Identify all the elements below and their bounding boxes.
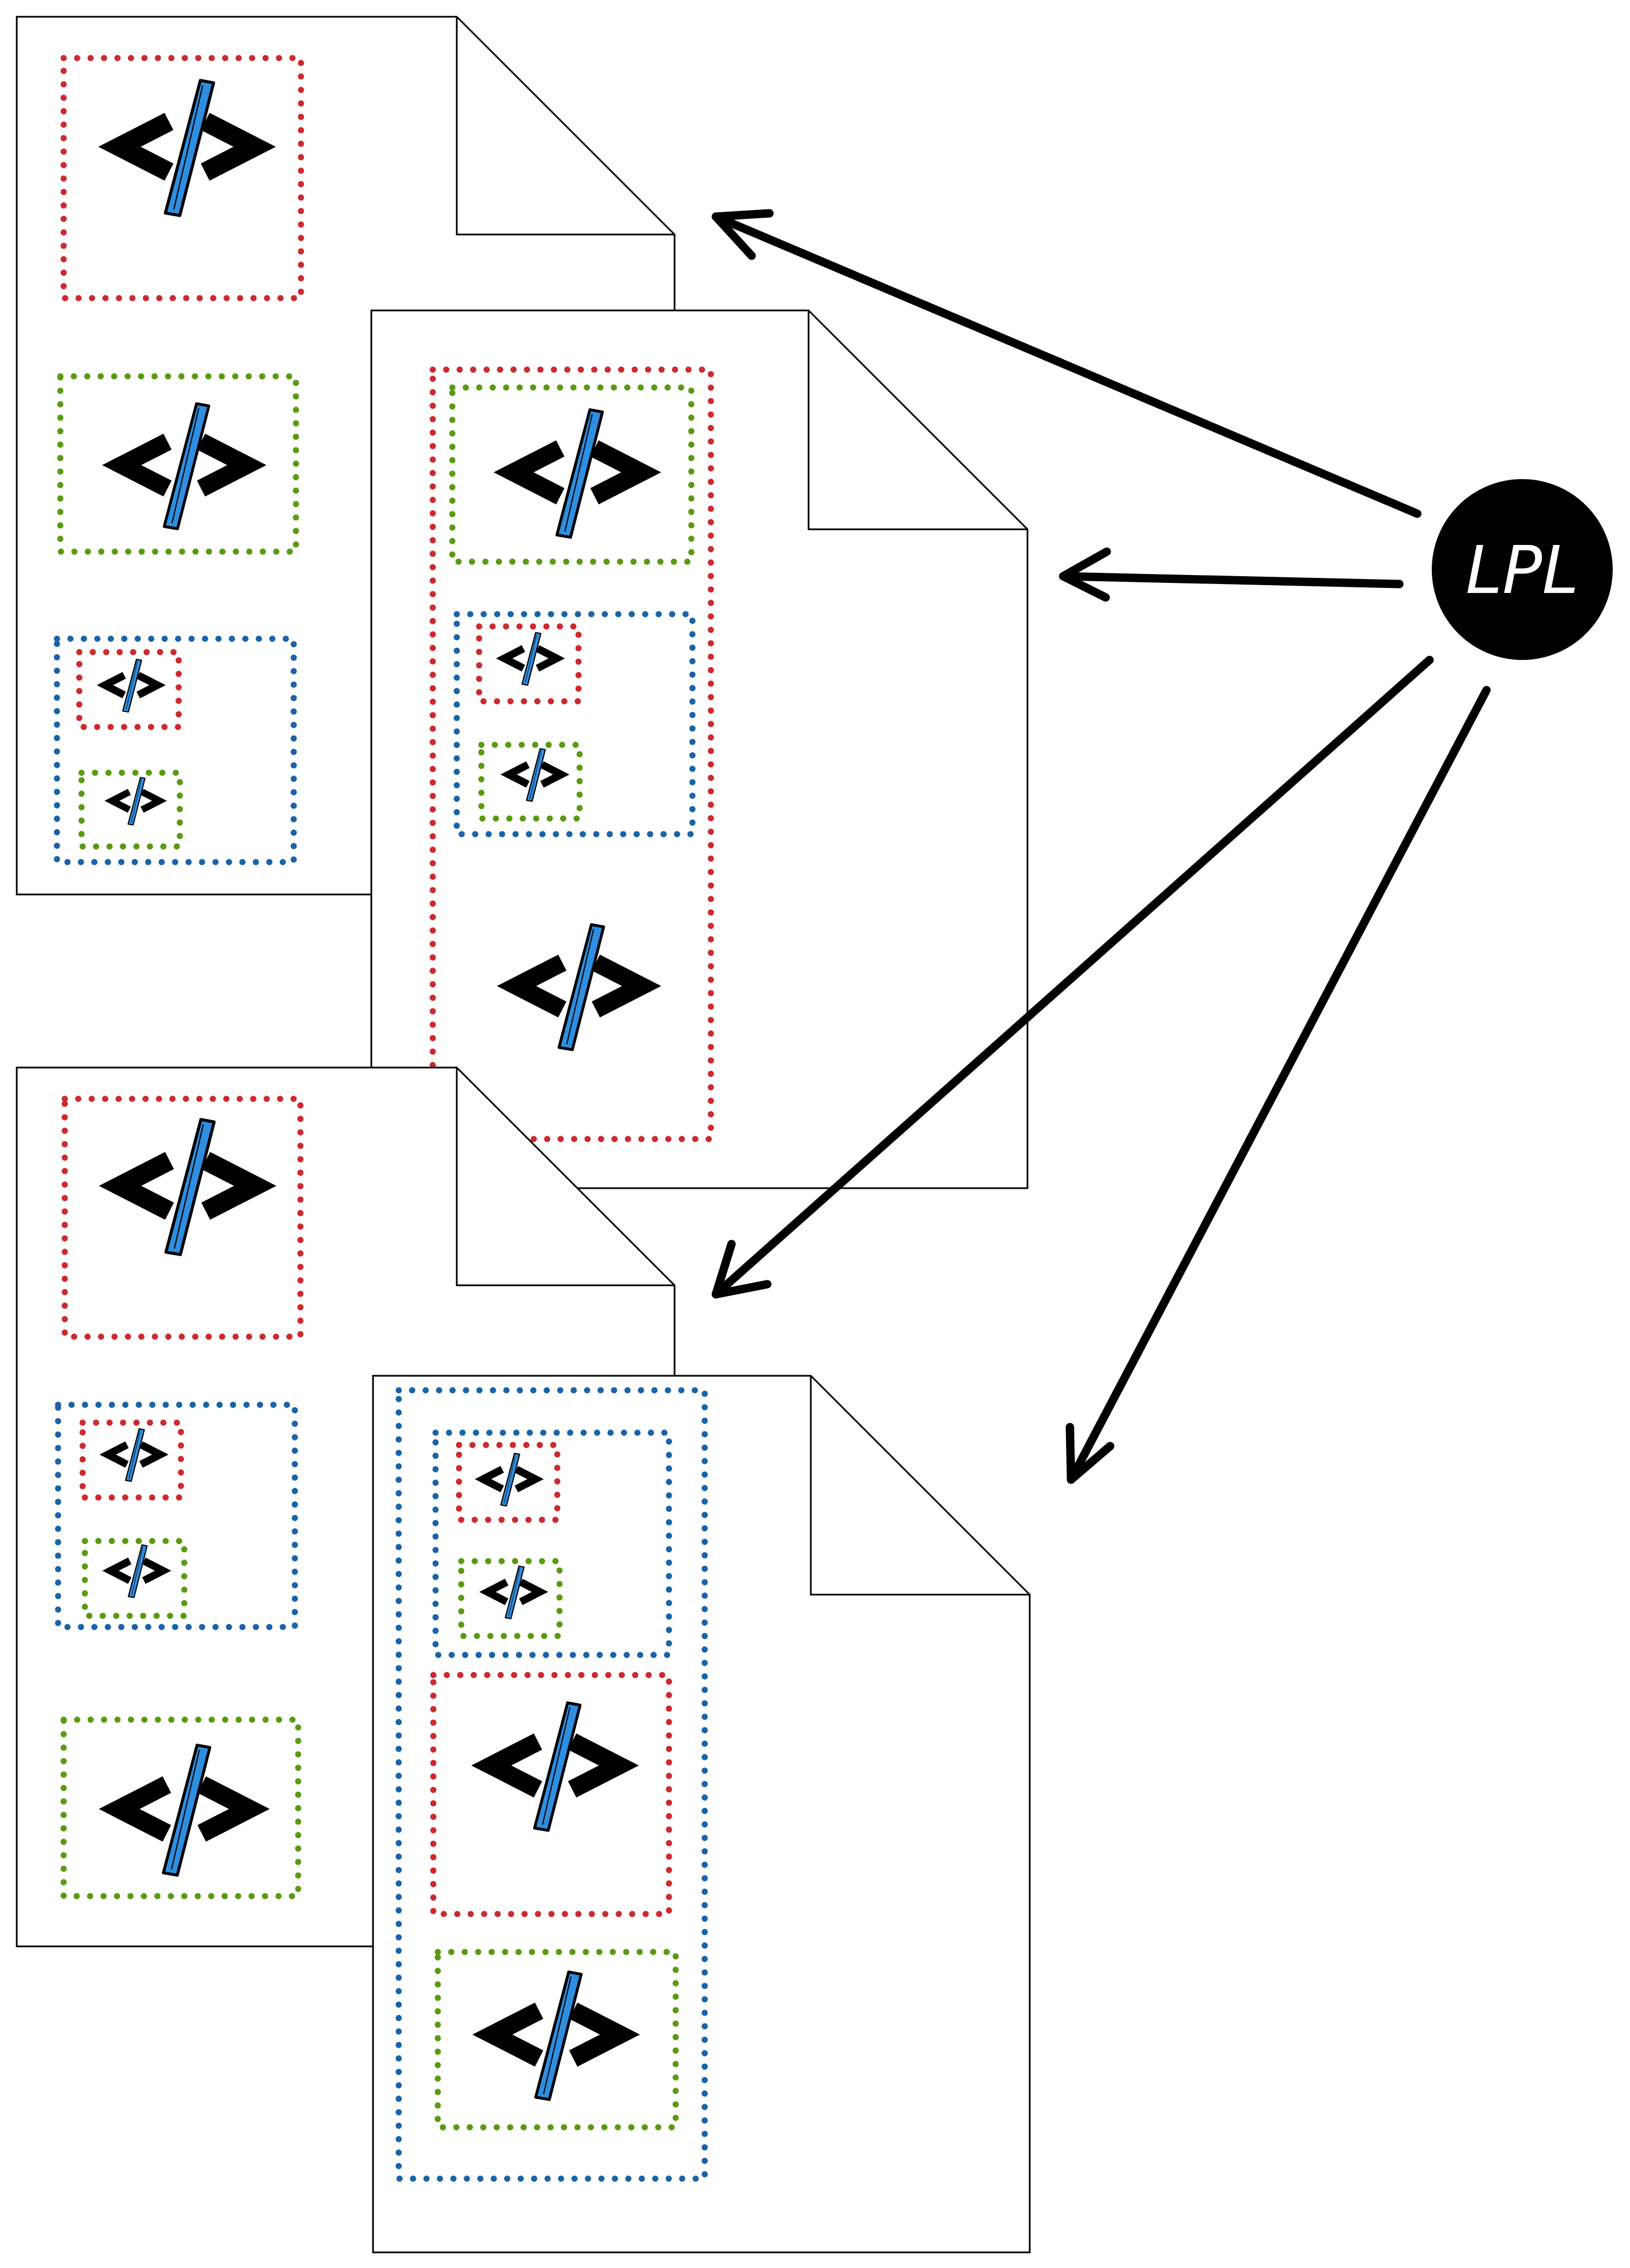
arrow-to-document-3 bbox=[711, 655, 1434, 1299]
region-blue bbox=[395, 1387, 708, 2182]
region-green bbox=[78, 769, 183, 850]
region-red bbox=[76, 649, 182, 730]
region-red bbox=[79, 1419, 184, 1501]
page-fold bbox=[456, 17, 675, 236]
document-page bbox=[372, 1375, 1031, 2253]
region-green bbox=[60, 1716, 302, 1899]
document-2 bbox=[370, 309, 1029, 1189]
page-fold bbox=[456, 1068, 675, 1286]
arrow-to-document-2 bbox=[1059, 547, 1404, 602]
lpl-node-label: LPL bbox=[1466, 532, 1579, 609]
lpl-node: LPL bbox=[1432, 479, 1613, 660]
region-red bbox=[430, 1672, 672, 1917]
region-green bbox=[82, 1538, 188, 1619]
document-page bbox=[370, 309, 1029, 1189]
region-green bbox=[434, 1949, 679, 2131]
region-green bbox=[449, 384, 695, 565]
region-red bbox=[61, 1095, 304, 1340]
arrow-to-document-4 bbox=[1065, 686, 1491, 1484]
page-fold bbox=[807, 310, 1027, 530]
region-green bbox=[458, 1558, 563, 1639]
region-blue bbox=[54, 635, 297, 865]
region-red bbox=[429, 366, 714, 1142]
region-blue bbox=[55, 1401, 298, 1630]
region-green bbox=[478, 741, 583, 822]
region-red bbox=[60, 55, 304, 302]
document-4 bbox=[372, 1375, 1031, 2253]
arrow-to-document-1 bbox=[711, 209, 1422, 518]
region-red bbox=[476, 623, 582, 705]
region-red bbox=[456, 1442, 561, 1523]
lpl-node-circle bbox=[1432, 479, 1613, 660]
page-fold bbox=[810, 1376, 1030, 1596]
region-green bbox=[57, 373, 299, 555]
